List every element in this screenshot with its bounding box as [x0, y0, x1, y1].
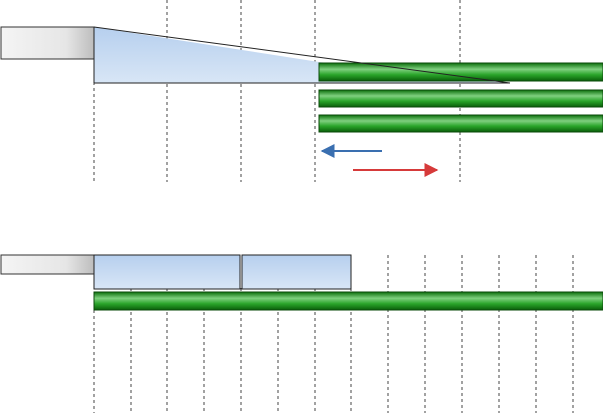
top-green-bar-3 [318, 114, 603, 133]
bottom-blue-box-1 [93, 254, 241, 290]
top-blue-wedge-body [94, 27, 319, 83]
top-wedge-outline [93, 26, 511, 84]
top-green-bar-2 [318, 89, 603, 108]
bottom-green-bar [93, 291, 603, 311]
top-green-bar-1 [318, 62, 603, 82]
top-grey-block [0, 26, 95, 60]
top-panel [0, 0, 603, 182]
bottom-blue-box-2 [241, 254, 352, 290]
bottom-grey-block [0, 254, 95, 275]
bottom-panel [0, 254, 603, 413]
